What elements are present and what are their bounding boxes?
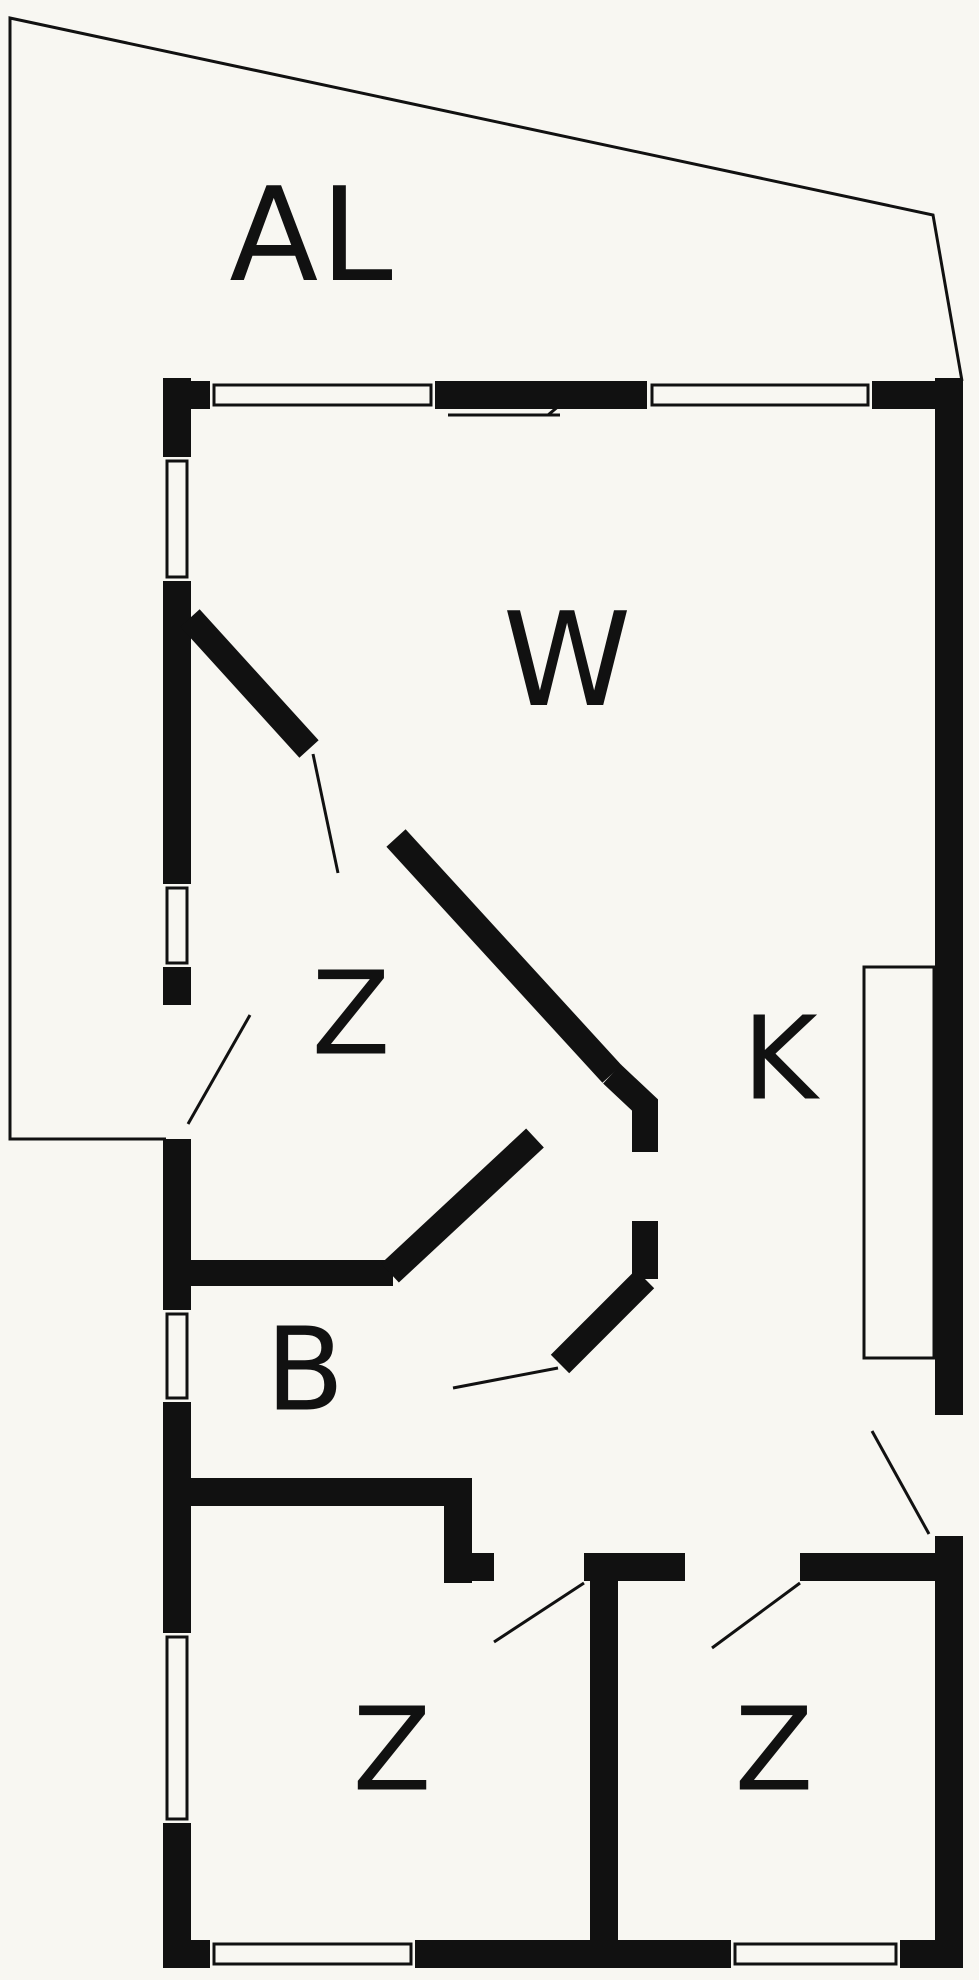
room-label-al: AL [229,159,395,311]
door-al-z-leaf [186,1014,252,1125]
wall-bottom-2 [415,1940,731,1968]
door-wz-leaf [311,753,340,874]
exterior-walls [163,378,963,1968]
al-area-outline [8,16,964,1141]
wall-left-3 [163,967,191,1005]
wall-left-1 [163,378,191,457]
wall-bedrooms-divider [590,1553,618,1968]
room-label-z-middle: Z [311,947,393,1082]
room-label-b: B [265,1303,347,1438]
window-left-2 [165,886,189,965]
door-bedroom-left-leaf [493,1581,585,1644]
wall-bottom-3 [900,1940,963,1968]
wall-right-2 [935,1536,963,1968]
wall-top-2 [435,381,647,409]
wall-z-b-diagonal [381,1128,544,1283]
wall-stub-hall [632,1221,658,1279]
door-bedroom-right-leaf [711,1581,801,1650]
al-boundary-line [8,16,964,1141]
room-label-z-bottom-left: Z [352,1683,434,1818]
door-swings [186,388,931,1650]
door-b-leaf [452,1366,559,1390]
windows [165,383,898,1966]
door-right-wall-leaf [870,1430,931,1535]
wall-z-b-horizontal [163,1260,393,1286]
wall-b-bottom [163,1478,472,1506]
wall-bedrooms-top-1 [444,1553,494,1581]
door-top-entrance-leaf [547,388,579,417]
window-left-1 [165,459,189,579]
room-label-k: K [742,992,820,1127]
window-left-3 [165,1312,189,1400]
window-top-left [212,383,433,407]
wall-bedrooms-top-3 [800,1553,963,1581]
interior-walls [163,609,963,1968]
wall-left-5 [163,1402,191,1633]
window-top-right [650,383,870,407]
wall-b-diagonal [550,1269,655,1374]
wall-right-1 [935,378,963,1415]
wall-diagonal-wz-lower [386,829,622,1083]
window-left-4 [165,1635,189,1821]
wall-corner-hook [603,1064,658,1152]
window-bottom-right [733,1942,898,1966]
room-label-w: W [502,584,634,736]
kitchen-counter [862,965,936,1360]
kitchen-fixtures [862,965,936,1360]
wall-diagonal-wz-upper [180,609,319,758]
wall-bottom-1 [163,1940,210,1968]
window-bottom-left [212,1942,413,1966]
room-label-z-bottom-right: Z [734,1683,816,1818]
